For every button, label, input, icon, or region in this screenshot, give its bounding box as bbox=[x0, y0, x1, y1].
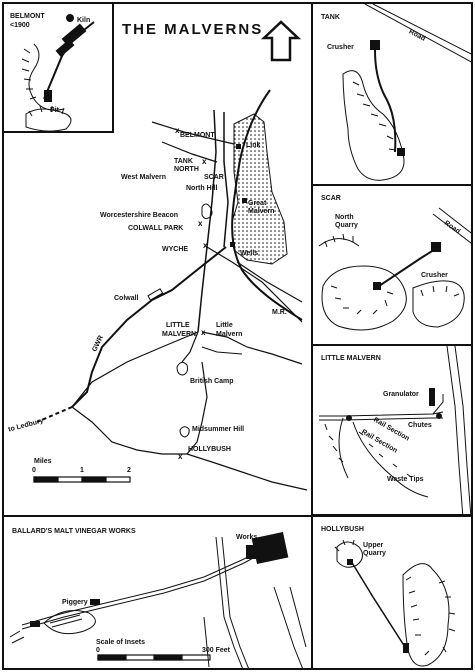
place-wells: Wells bbox=[240, 250, 259, 257]
svg-text:x: x bbox=[202, 157, 207, 166]
place-belmont: BELMONT bbox=[180, 132, 215, 139]
ballards-scale-0: 0 bbox=[96, 647, 100, 654]
inset-tank: TANK Crusher Road bbox=[311, 2, 473, 186]
hollybush-upper-quarry-2: Quarry bbox=[363, 550, 386, 557]
place-hollybush: HOLLYBUSH bbox=[188, 446, 231, 453]
place-colwall: Colwall bbox=[114, 295, 139, 302]
scale-label: Miles bbox=[34, 458, 52, 465]
place-colwall-park: COLWALL PARK bbox=[128, 225, 184, 232]
place-great-malvern-2: Malvern bbox=[248, 208, 275, 215]
belmont-pit: Pit bbox=[50, 107, 59, 114]
scar-crusher: Crusher bbox=[421, 272, 448, 279]
map-title: THE MALVERNS bbox=[122, 21, 264, 38]
scar-title: SCAR bbox=[321, 195, 341, 202]
place-tank: TANK bbox=[174, 158, 193, 165]
svg-text:x: x bbox=[175, 126, 180, 135]
hollybush-upper-quarry-1: Upper bbox=[363, 542, 384, 549]
ballards-works: Works bbox=[236, 534, 258, 541]
place-mr: M.R. bbox=[272, 309, 287, 316]
scale-tick-2: 2 bbox=[127, 467, 131, 474]
north-arrow bbox=[260, 20, 302, 62]
hollybush-title: HOLLYBUSH bbox=[321, 526, 364, 533]
place-scar: SCAR bbox=[204, 174, 224, 181]
svg-text:x: x bbox=[178, 452, 183, 461]
tank-crusher: Crusher bbox=[327, 44, 354, 51]
place-midsummer-hill: Midsummer Hill bbox=[192, 426, 245, 433]
place-link: Link bbox=[246, 142, 261, 149]
inset-hollybush: HOLLYBUSH Upper Quarry bbox=[311, 515, 473, 670]
place-north-hill: North Hill bbox=[186, 185, 218, 192]
scar-north-quarry-1: North bbox=[335, 214, 354, 221]
little-malvern-chutes: Chutes bbox=[408, 422, 432, 429]
inset-little-malvern: LITTLE MALVERN Granulator Chutes Rail Se… bbox=[311, 344, 473, 516]
scale-tick-0: 0 bbox=[32, 467, 36, 474]
miles-scale-bar bbox=[33, 476, 131, 483]
scar-north-quarry-2: Quarry bbox=[335, 222, 358, 229]
svg-text:x: x bbox=[198, 219, 203, 228]
place-north: NORTH bbox=[174, 166, 199, 173]
place-west-malvern: West Malvern bbox=[121, 174, 166, 181]
ballards-title: BALLARD'S MALT VINEGAR WORKS bbox=[12, 528, 136, 535]
scale-tick-1: 1 bbox=[80, 467, 84, 474]
little-malvern-waste-tips: Waste Tips bbox=[387, 476, 424, 483]
main-map: x x x x x x THE MALVERNS BELMONT TANK NO… bbox=[2, 2, 312, 516]
ballards-scale-300: 300 Feet bbox=[202, 647, 231, 654]
svg-text:x: x bbox=[201, 328, 206, 337]
ballards-piggery: Piggery bbox=[62, 599, 88, 606]
inset-belmont: BELMONT <1900 Kiln Pit bbox=[2, 2, 114, 133]
place-great-malvern-1: Great bbox=[248, 200, 267, 207]
main-map-drawing: x x x x x x bbox=[33, 20, 308, 491]
place-little-malvern-caps-2: MALVERN bbox=[162, 331, 197, 338]
svg-text:x: x bbox=[203, 241, 208, 250]
ballards-scale-label: Scale of Insets bbox=[96, 639, 146, 646]
inset-scar: SCAR North Quarry Road Crusher bbox=[311, 184, 473, 346]
little-malvern-granulator: Granulator bbox=[383, 391, 419, 398]
place-wyche: WYCHE bbox=[162, 246, 189, 253]
belmont-title-1: BELMONT bbox=[10, 13, 45, 20]
belmont-kiln: Kiln bbox=[77, 17, 91, 24]
ballards-scale-bar bbox=[97, 654, 211, 661]
belmont-title-2: <1900 bbox=[10, 22, 30, 29]
great-malvern-town-area bbox=[231, 113, 288, 265]
railway-line bbox=[231, 89, 303, 321]
place-worcestershire-beacon: Worcestershire Beacon bbox=[100, 212, 179, 219]
place-little-malvern-2: Malvern bbox=[216, 331, 243, 338]
little-malvern-title: LITTLE MALVERN bbox=[321, 355, 381, 362]
place-british-camp: British Camp bbox=[190, 378, 234, 385]
place-little-malvern-caps-1: LITTLE bbox=[166, 322, 190, 329]
place-little-malvern-1: Little bbox=[216, 322, 233, 329]
inset-ballards: BALLARD'S MALT VINEGAR WORKS Works Pigge… bbox=[2, 515, 313, 670]
tank-title: TANK bbox=[321, 14, 340, 21]
